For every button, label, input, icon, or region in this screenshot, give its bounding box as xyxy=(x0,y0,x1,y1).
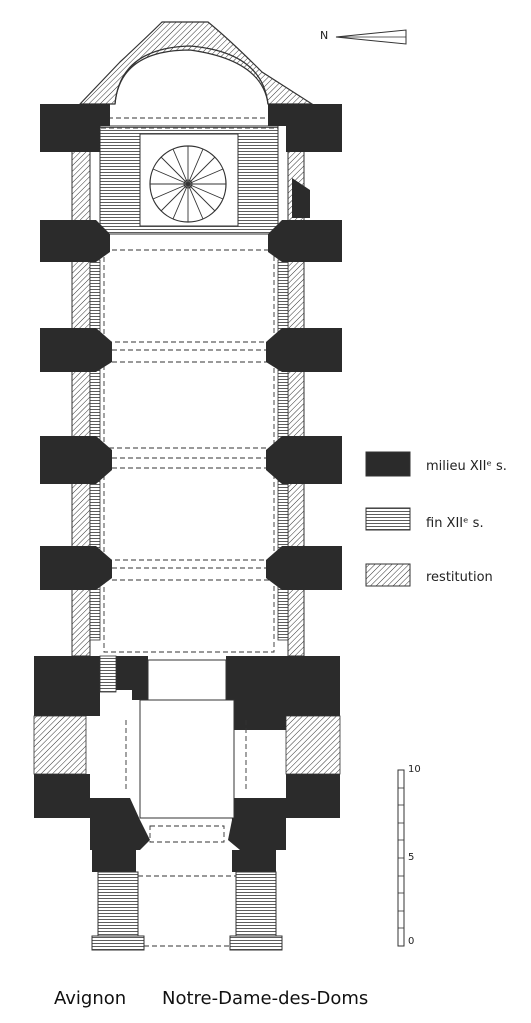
scale-bar xyxy=(397,769,405,947)
dome-bay xyxy=(99,125,279,235)
legend-swatch-horizontal-hatch xyxy=(365,507,411,531)
legend-swatch-diagonal-hatch xyxy=(365,563,411,587)
caption-building: Notre-Dame-des-Doms xyxy=(162,988,369,1009)
scale-tick-10: 10 xyxy=(408,764,421,775)
legend-label-horizontal-hatch: fin XIIᵉ s. xyxy=(426,516,484,531)
apse xyxy=(78,21,315,105)
caption-city: Avignon xyxy=(54,988,127,1009)
north-label: N xyxy=(320,29,329,42)
scale-tick-5: 5 xyxy=(408,852,415,863)
legend-label-diagonal-hatch: restitution xyxy=(426,570,493,585)
porch xyxy=(33,655,341,951)
nave-bands xyxy=(89,259,289,641)
north-arrow xyxy=(335,29,407,45)
legend-swatch-solid xyxy=(365,451,411,477)
legend-label-solid: milieu XIIᵉ s. xyxy=(426,459,507,474)
scale-tick-0: 0 xyxy=(408,936,415,947)
nave-bays xyxy=(99,117,279,653)
legend-swatches xyxy=(365,451,411,587)
piers xyxy=(34,104,342,872)
